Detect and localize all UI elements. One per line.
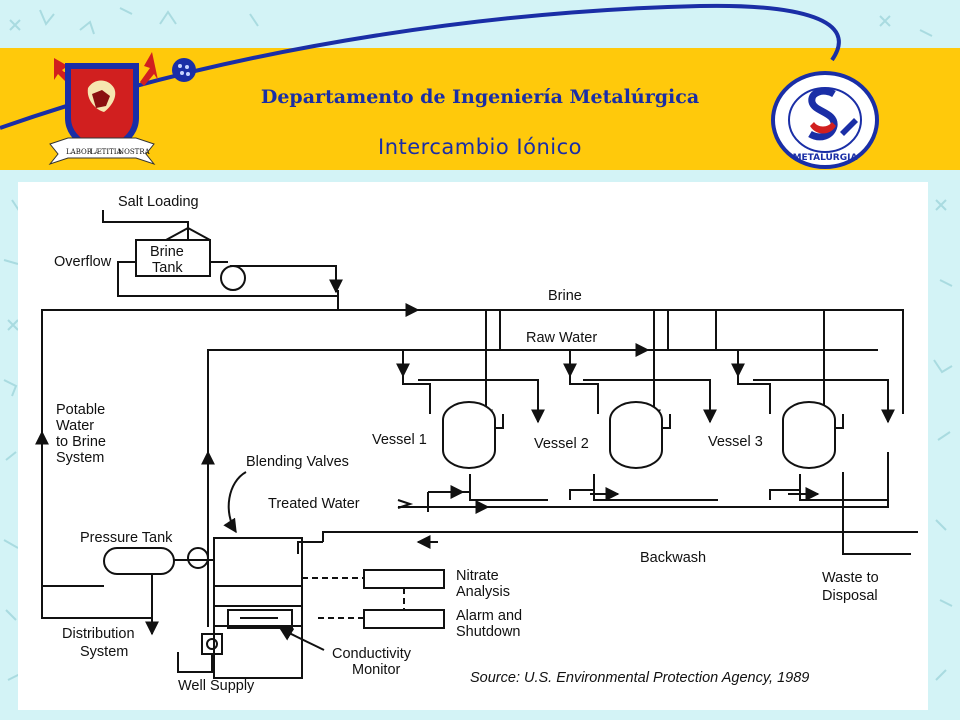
blending-block xyxy=(213,537,303,679)
label-nitrate-2: Analysis xyxy=(456,584,510,600)
page-subtitle: Intercambio Iónico xyxy=(378,135,582,159)
alarm-unit xyxy=(363,609,445,629)
label-pressure-tank: Pressure Tank xyxy=(80,530,173,546)
label-salt-loading: Salt Loading xyxy=(118,194,199,210)
label-brine-tank-1: Brine xyxy=(150,244,184,260)
label-brine: Brine xyxy=(548,288,582,304)
department-title: Departamento de Ingeniería Metalúrgica xyxy=(260,86,700,108)
label-raw-water: Raw Water xyxy=(526,330,597,346)
label-distribution-1: Distribution xyxy=(62,626,135,642)
conductivity-cell xyxy=(227,609,293,629)
vessel-2 xyxy=(609,401,663,469)
label-backwash: Backwash xyxy=(640,550,706,566)
label-treated-water: Treated Water xyxy=(268,496,360,512)
label-alarm-2: Shutdown xyxy=(456,624,521,640)
pressure-tank xyxy=(103,547,175,575)
ion-exchange-diagram: Salt Loading Overflow Brine Tank Brine R… xyxy=(18,182,928,710)
label-potable-1: Potable xyxy=(56,402,105,418)
well-pump-icon xyxy=(201,633,223,655)
s-symbol-icon xyxy=(808,87,838,141)
pressure-pump-icon xyxy=(187,547,209,569)
logo-bottom-text: METALURGIA xyxy=(793,153,858,163)
label-vessel-2: Vessel 2 xyxy=(534,436,589,452)
metalurgia-logo: METALURGIA xyxy=(771,71,879,169)
label-potable-2: Water xyxy=(56,418,94,434)
label-potable-3: to Brine xyxy=(56,434,106,450)
label-nitrate-1: Nitrate xyxy=(456,568,499,584)
motto-text-3: NOSTRA xyxy=(118,148,151,156)
brine-pump-icon xyxy=(220,265,246,291)
label-brine-tank-2: Tank xyxy=(152,260,183,276)
label-conductivity-1: Conductivity xyxy=(332,646,412,662)
label-vessel-1: Vessel 1 xyxy=(372,432,427,448)
diagram-labels: Salt Loading Overflow Brine Tank Brine R… xyxy=(54,194,879,694)
label-conductivity-2: Monitor xyxy=(352,662,401,678)
brine-tank xyxy=(135,239,211,277)
right-torch-icon xyxy=(140,52,158,86)
motto-text-1: LABOR xyxy=(66,148,93,156)
orb-icon xyxy=(172,58,196,82)
label-alarm-1: Alarm and xyxy=(456,608,522,624)
label-potable-4: System xyxy=(56,450,104,466)
label-distribution-2: System xyxy=(80,644,128,660)
label-well-supply: Well Supply xyxy=(178,678,255,694)
label-vessel-3: Vessel 3 xyxy=(708,434,763,450)
label-waste-1: Waste to xyxy=(822,570,879,586)
source-citation: Source: U.S. Environmental Protection Ag… xyxy=(470,670,809,686)
label-blending-valves: Blending Valves xyxy=(246,454,349,470)
motto-scroll xyxy=(48,137,156,166)
vessel-1 xyxy=(442,401,496,469)
vessel-3 xyxy=(782,401,836,469)
university-crest: LABOR LÆTITIA NOSTRA xyxy=(48,52,196,166)
label-overflow: Overflow xyxy=(54,254,112,270)
label-waste-2: Disposal xyxy=(822,588,878,604)
nitrate-analyzer xyxy=(363,569,445,589)
motto-text-2: LÆTITIA xyxy=(90,148,123,156)
